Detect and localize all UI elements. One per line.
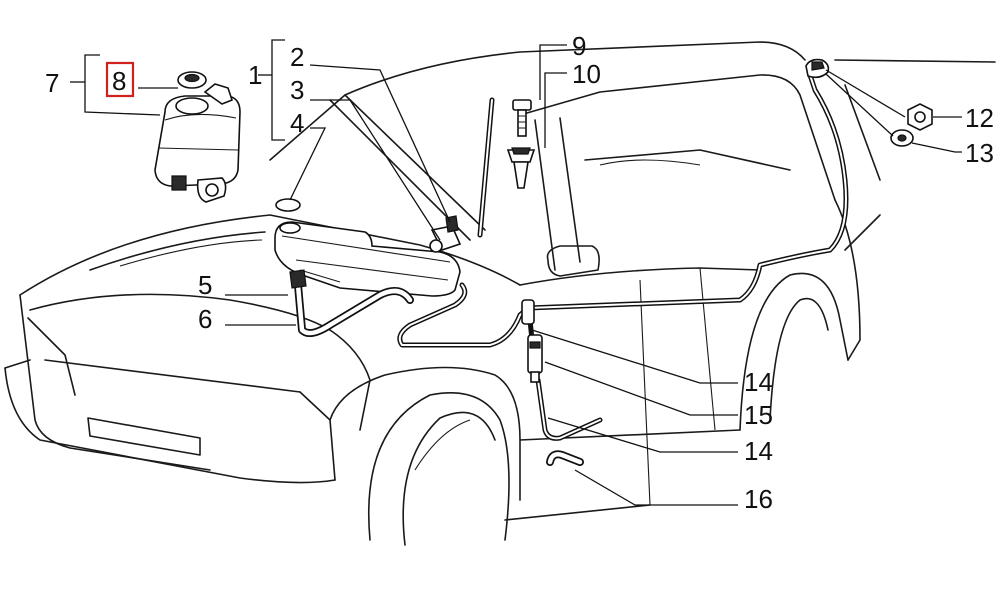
mounting-clip bbox=[506, 147, 536, 189]
check-valve bbox=[527, 334, 543, 383]
callout-5: 5 bbox=[198, 270, 212, 300]
bolt bbox=[512, 99, 532, 137]
leader-lines bbox=[70, 39, 962, 506]
callout-labels: 1 2 3 4 5 6 7 8 9 10 12 13 14 15 14 16 bbox=[45, 31, 994, 514]
car-outline bbox=[4, 41, 996, 546]
nozzle-nut bbox=[907, 103, 933, 131]
washer-pump bbox=[429, 215, 462, 253]
filler-cap bbox=[177, 71, 207, 89]
nozzle-washer bbox=[890, 129, 914, 147]
hose-connector bbox=[521, 299, 535, 325]
callout-3: 3 bbox=[290, 75, 304, 105]
callout-4: 4 bbox=[290, 108, 304, 138]
callout-14-upper: 14 bbox=[744, 367, 773, 397]
callout-15: 15 bbox=[744, 400, 773, 430]
callout-2: 2 bbox=[290, 42, 304, 72]
callout-14-lower: 14 bbox=[744, 436, 773, 466]
washer-nozzle bbox=[289, 269, 307, 289]
callout-9: 9 bbox=[572, 31, 586, 61]
callout-8: 8 bbox=[112, 66, 126, 96]
callout-7: 7 bbox=[45, 68, 59, 98]
callout-13: 13 bbox=[965, 138, 994, 168]
washer-hoses bbox=[294, 72, 849, 466]
callout-12: 12 bbox=[965, 103, 994, 133]
callout-16: 16 bbox=[744, 484, 773, 514]
callout-10: 10 bbox=[572, 59, 601, 89]
callout-6: 6 bbox=[198, 304, 212, 334]
highlight-box-8 bbox=[105, 61, 135, 98]
callout-1: 1 bbox=[248, 60, 262, 90]
rear-nozzle bbox=[805, 58, 830, 79]
washer-reservoir bbox=[154, 83, 241, 203]
